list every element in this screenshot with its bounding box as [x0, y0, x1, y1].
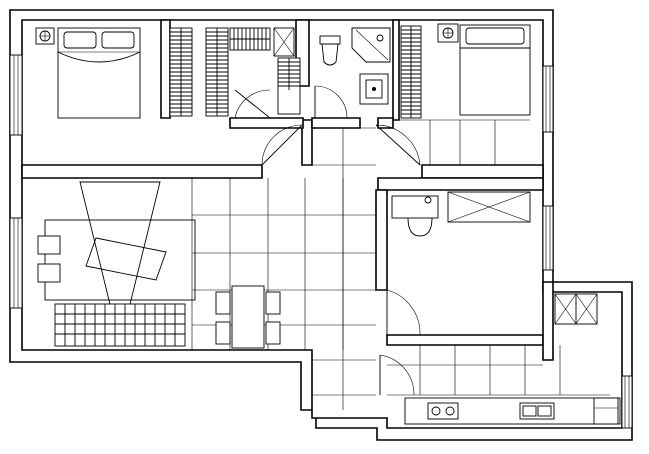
kitchen-cabinets	[554, 293, 598, 325]
door-third-bedroom	[386, 289, 421, 336]
interior-walls	[21, 19, 554, 361]
tv-projection	[79, 181, 161, 346]
nightstand-lamp-icon	[35, 27, 55, 45]
door-closet	[234, 89, 271, 119]
stove-icon	[427, 402, 459, 420]
door-right-hall	[375, 124, 421, 166]
coffee-table	[44, 219, 196, 301]
window-left-bottom	[9, 217, 23, 309]
wardrobe-2	[205, 27, 229, 117]
wardrobe-3	[229, 27, 271, 51]
storage-cabinet	[273, 27, 295, 57]
window-kitchen	[621, 375, 633, 429]
sink-icon	[359, 73, 389, 105]
second-bed	[459, 24, 531, 116]
window-left-top	[9, 54, 23, 136]
toilet-icon	[319, 35, 341, 66]
floor-tiles	[191, 119, 610, 410]
dining-table	[215, 285, 281, 349]
sofa	[54, 303, 186, 347]
shower-icon	[351, 27, 391, 63]
kitchen-counter	[404, 397, 621, 425]
window-right-top	[542, 65, 554, 133]
fridge-icon	[593, 397, 619, 425]
wardrobe-5	[400, 25, 422, 119]
wardrobe-4	[277, 57, 301, 115]
desk-lamp-icon	[437, 23, 459, 43]
door-kitchen	[379, 354, 415, 396]
wardrobe-1	[169, 27, 193, 117]
third-bed	[447, 191, 531, 223]
door-bathroom	[314, 85, 348, 119]
basin-icon	[391, 195, 439, 237]
master-bed	[57, 27, 141, 119]
door-master-bedroom	[261, 124, 303, 166]
kitchen-sink-icon	[519, 402, 555, 420]
armchair-2	[37, 263, 61, 283]
armchair-1	[37, 235, 61, 255]
window-right-middle	[542, 205, 554, 271]
